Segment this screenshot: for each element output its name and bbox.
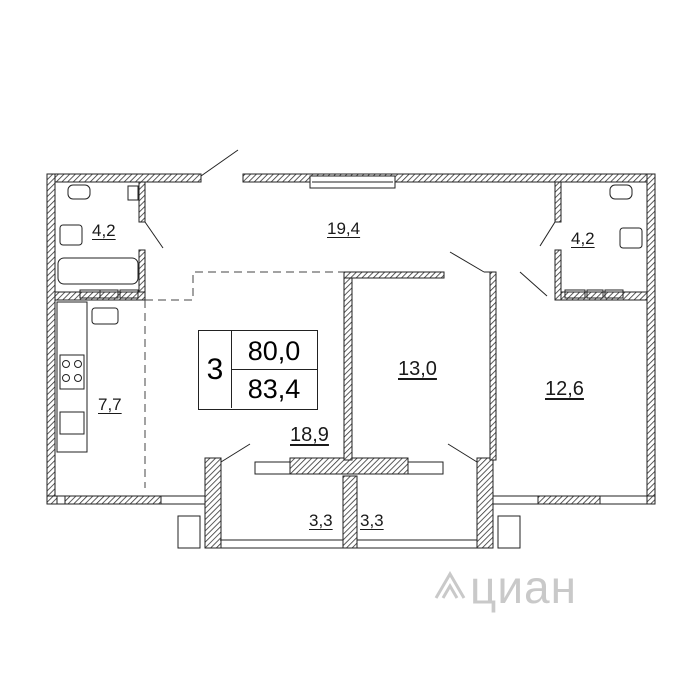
- bathroom-left-area: 4,2: [92, 221, 116, 240]
- bathroom-right-area: 4,2: [571, 229, 595, 248]
- exterior-walls: [46, 173, 656, 549]
- right-bathroom-fixtures: [564, 184, 643, 299]
- zone-lines: [144, 271, 344, 488]
- doors: [144, 149, 556, 463]
- kitchen-area: 7,7: [98, 395, 122, 414]
- left-bathroom-fixtures: [57, 184, 139, 299]
- total-area: 80,0: [231, 331, 317, 370]
- watermark-text: циан: [470, 561, 578, 613]
- hall-area: 19,4: [327, 219, 361, 238]
- windows: [56, 175, 648, 505]
- balcony-right-area: 3,3: [360, 511, 384, 530]
- total-area-with-balcony: 83,4: [247, 374, 301, 404]
- area-summary: 3 80,0 83,4: [198, 330, 318, 410]
- balconies: [177, 515, 521, 549]
- cian-logo-icon: [434, 571, 466, 599]
- kitchen-fixtures: [56, 301, 119, 453]
- bedroom-middle-area: 13,0: [398, 358, 437, 380]
- balcony-left-area: 3,3: [309, 511, 333, 530]
- bedroom-right-area: 12,6: [545, 378, 584, 400]
- rooms-count: 3: [199, 331, 232, 408]
- living-room-area: 18,9: [290, 424, 329, 446]
